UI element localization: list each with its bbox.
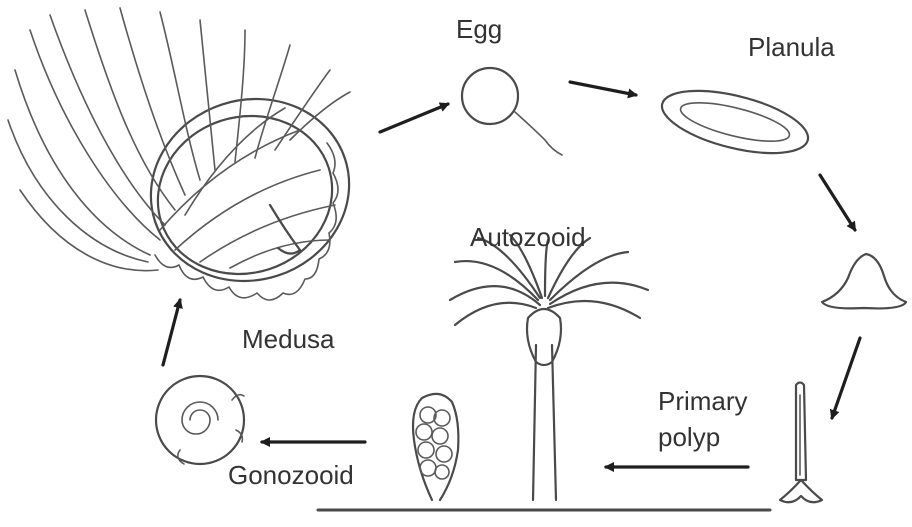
label-autozooid: Autozooid: [470, 222, 586, 252]
autozooid-illustration: [450, 235, 648, 500]
label-planula: Planula: [748, 32, 835, 62]
arrow-medusa-to-egg: [380, 104, 448, 132]
arrow-egg-to-planula: [570, 82, 636, 95]
settled-larva-illustration: [822, 254, 906, 308]
arrow-young-medusa-to-medusa: [163, 300, 180, 365]
label-primary-polyp-line1: Primary: [658, 386, 748, 416]
arrow-planula-to-larva: [820, 175, 855, 230]
gonozooid-illustration: [413, 394, 458, 500]
young-medusa-illustration: [156, 376, 244, 464]
label-gonozooid: Gonozooid: [228, 460, 354, 490]
label-egg: Egg: [456, 14, 502, 44]
label-medusa: Medusa: [242, 324, 335, 354]
primary-polyp-illustration: [780, 383, 822, 503]
medusa-illustration: [8, 8, 373, 306]
arrow-larva-to-polyp: [832, 338, 860, 418]
egg-illustration: [462, 68, 562, 155]
planula-illustration: [656, 79, 814, 166]
label-primary-polyp-line2: polyp: [658, 422, 720, 452]
